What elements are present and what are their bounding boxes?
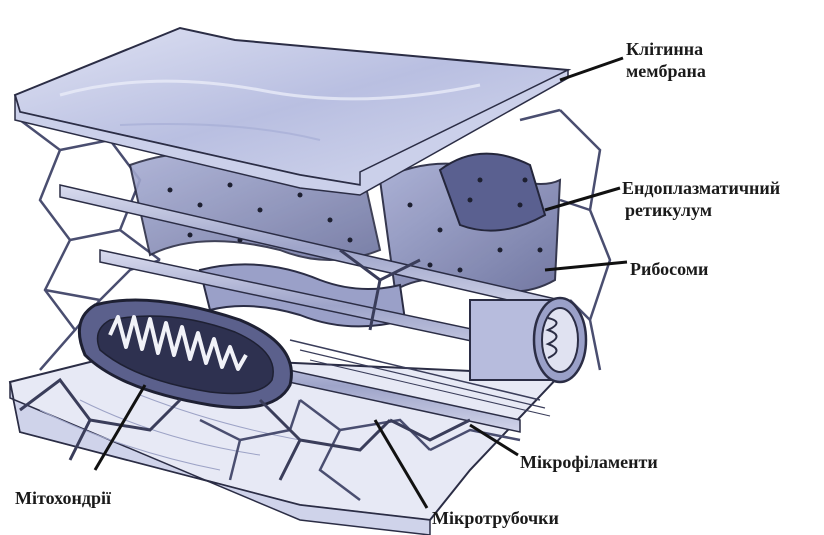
label-mitochondria-text: Мітохондрії <box>15 487 111 509</box>
label-microtubules: Мікротрубочки <box>432 507 559 529</box>
label-ribosomes: Рибосоми <box>630 258 708 280</box>
label-cell-membrane-line1: Клітинна <box>626 38 706 60</box>
label-microfilaments-text: Мікрофіламенти <box>520 451 658 473</box>
tube-cross-section <box>470 298 586 382</box>
label-cell-membrane-line2: мембрана <box>626 60 706 82</box>
label-ribosomes-text: Рибосоми <box>630 258 708 280</box>
label-er-line2: ретикулум <box>622 199 780 221</box>
leader-cell-membrane <box>560 58 623 80</box>
label-mitochondria: Мітохондрії <box>15 487 111 509</box>
label-er-line1: Ендоплазматичний <box>622 177 780 199</box>
label-cell-membrane: Клітинна мембрана <box>626 38 706 82</box>
label-er: Ендоплазматичний ретикулум <box>622 177 780 221</box>
label-microtubules-text: Мікротрубочки <box>432 507 559 529</box>
label-microfilaments: Мікрофіламенти <box>520 451 658 473</box>
leader-ribosomes <box>545 262 627 270</box>
